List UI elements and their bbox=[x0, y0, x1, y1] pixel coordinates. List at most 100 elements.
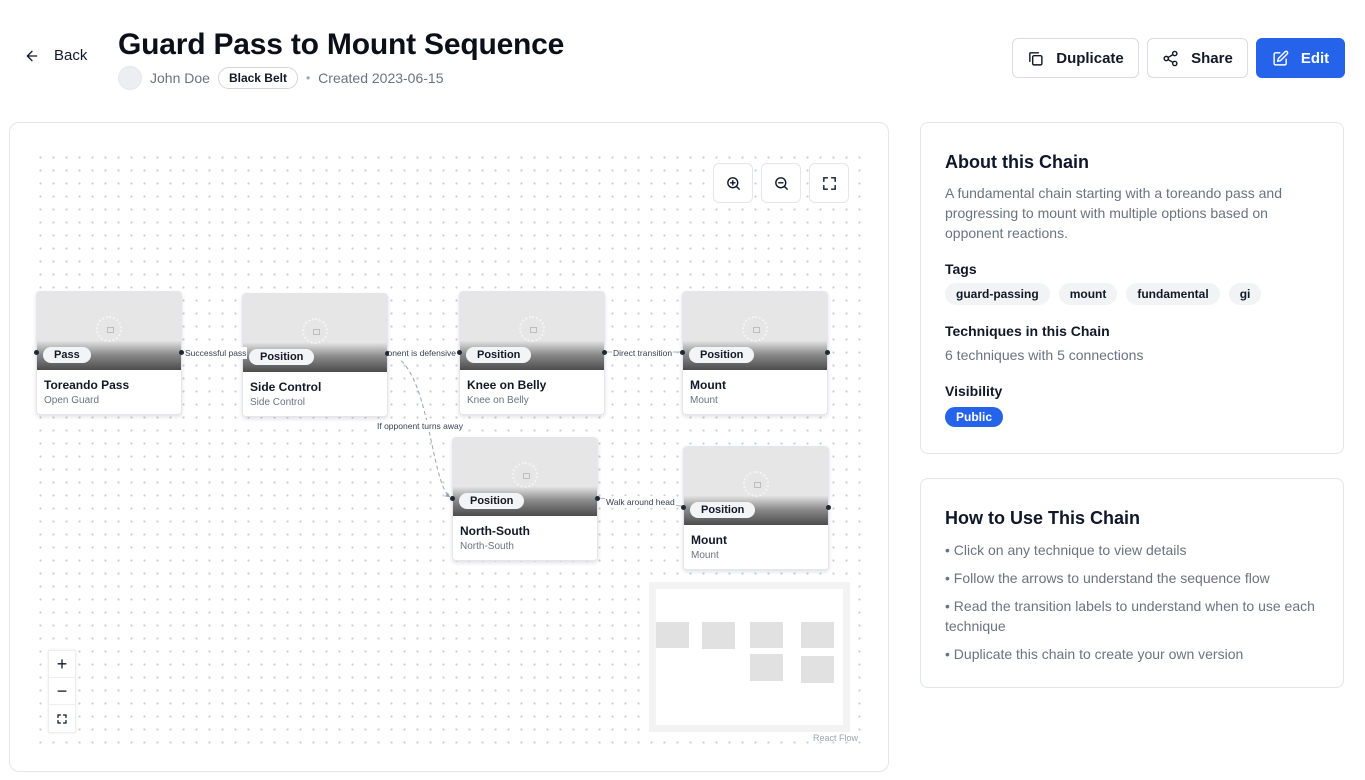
image-placeholder-icon bbox=[519, 316, 545, 342]
duplicate-label: Duplicate bbox=[1056, 49, 1124, 67]
techniques-label: Techniques in this Chain bbox=[945, 323, 1110, 339]
target-handle[interactable] bbox=[457, 350, 462, 355]
technique-image: Position bbox=[243, 294, 387, 372]
edge-label: Walk around head bbox=[605, 496, 676, 508]
avatar bbox=[118, 66, 142, 90]
flow-canvas[interactable]: Pass Toreando Pass Open Guard Position S… bbox=[9, 122, 889, 772]
technique-node[interactable]: Position Mount Mount bbox=[681, 446, 831, 570]
zoom-in-icon bbox=[726, 176, 740, 190]
source-handle[interactable] bbox=[602, 350, 607, 355]
duplicate-button[interactable]: Duplicate bbox=[1012, 38, 1139, 78]
minimap-node bbox=[801, 656, 834, 683]
plus-icon: + bbox=[56, 653, 68, 674]
technique-node[interactable]: Pass Toreando Pass Open Guard bbox=[34, 291, 184, 415]
tag-chip[interactable]: fundamental bbox=[1126, 283, 1220, 305]
technique-node[interactable]: Position North-South North-South bbox=[450, 437, 600, 561]
minimap-node bbox=[656, 622, 689, 648]
control-zoom-out-button[interactable]: − bbox=[49, 678, 75, 705]
author-name: John Doe bbox=[150, 70, 210, 86]
zoom-out-icon bbox=[774, 176, 788, 190]
source-handle[interactable] bbox=[385, 351, 390, 356]
visibility-badge: Public bbox=[945, 407, 1004, 427]
edge-label: Successful pass bbox=[184, 347, 248, 359]
share-icon bbox=[1163, 50, 1178, 66]
technique-name: Toreando Pass bbox=[44, 378, 130, 392]
edit-label: Edit bbox=[1300, 49, 1330, 67]
image-placeholder-icon bbox=[742, 316, 768, 342]
visibility-label: Visibility bbox=[945, 383, 1003, 399]
fullscreen-icon bbox=[822, 176, 836, 190]
fullscreen-button[interactable] bbox=[809, 163, 849, 203]
edit-button[interactable]: Edit bbox=[1256, 38, 1345, 78]
target-handle[interactable] bbox=[34, 350, 39, 355]
minus-icon: − bbox=[56, 680, 68, 701]
source-handle[interactable] bbox=[179, 350, 184, 355]
share-button[interactable]: Share bbox=[1147, 38, 1248, 78]
minimap-node bbox=[750, 622, 783, 648]
tag-chip[interactable]: gi bbox=[1228, 283, 1262, 305]
control-zoom-in-button[interactable]: + bbox=[49, 651, 75, 678]
technique-name: Knee on Belly bbox=[467, 378, 547, 392]
list-item: • Click on any technique to view details bbox=[945, 542, 1187, 558]
technique-name: Side Control bbox=[250, 380, 322, 394]
chain-meta: John Doe Black Belt • Created 2023-06-15 bbox=[118, 66, 443, 90]
target-handle[interactable] bbox=[450, 496, 455, 501]
source-handle[interactable] bbox=[826, 505, 831, 510]
image-placeholder-icon bbox=[96, 316, 122, 342]
technique-position: Open Guard bbox=[44, 395, 100, 406]
arrow-left-icon bbox=[26, 50, 38, 61]
edge-label: If opponent turns away bbox=[376, 420, 465, 432]
technique-name: Mount bbox=[691, 533, 727, 547]
tag-chip[interactable]: mount bbox=[1058, 283, 1118, 305]
technique-image: Position bbox=[683, 292, 827, 370]
zoom-in-button[interactable] bbox=[713, 163, 753, 203]
technique-type-badge: Position bbox=[459, 493, 525, 509]
minimap[interactable] bbox=[649, 582, 850, 732]
back-label: Back bbox=[54, 47, 88, 64]
minimap-node bbox=[750, 654, 783, 681]
zoom-out-button[interactable] bbox=[761, 163, 801, 203]
copy-icon bbox=[1029, 51, 1043, 66]
technique-image: Position bbox=[453, 438, 597, 516]
back-button[interactable]: Back bbox=[24, 47, 87, 64]
target-handle[interactable] bbox=[681, 505, 686, 510]
minimap-node bbox=[801, 622, 834, 648]
image-placeholder-icon bbox=[512, 462, 538, 488]
tag-chip[interactable]: guard-passing bbox=[945, 283, 1050, 305]
how-to-panel: How to Use This Chain • Click on any tec… bbox=[920, 478, 1344, 688]
belt-badge: Black Belt bbox=[217, 67, 298, 89]
tag-list: guard-passing mount fundamental gi bbox=[945, 283, 1262, 305]
technique-type-badge: Pass bbox=[43, 347, 91, 363]
created-date: Created 2023-06-15 bbox=[318, 70, 444, 86]
control-fit-view-button[interactable] bbox=[49, 705, 75, 732]
technique-name: Mount bbox=[690, 378, 726, 392]
technique-node[interactable]: Position Side Control Side Control bbox=[240, 293, 390, 417]
minimap-node bbox=[702, 622, 735, 649]
technique-position: Mount bbox=[690, 395, 718, 406]
fit-view-icon bbox=[57, 713, 67, 724]
technique-position: Side Control bbox=[250, 397, 306, 408]
about-description: A fundamental chain starting with a tore… bbox=[945, 185, 1282, 241]
react-flow-attribution[interactable]: React Flow bbox=[813, 733, 859, 743]
target-handle[interactable] bbox=[680, 350, 685, 355]
meta-separator: • bbox=[305, 71, 311, 85]
technique-type-badge: Position bbox=[466, 347, 532, 363]
list-item: • Follow the arrows to understand the se… bbox=[945, 570, 1270, 586]
image-placeholder-icon bbox=[743, 471, 769, 497]
source-handle[interactable] bbox=[825, 350, 830, 355]
source-handle[interactable] bbox=[595, 496, 600, 501]
minimap-viewport bbox=[656, 589, 843, 725]
technique-node[interactable]: Position Mount Mount bbox=[680, 291, 830, 415]
edge-label: Direct transition bbox=[612, 347, 674, 359]
page-title: Guard Pass to Mount Sequence bbox=[118, 28, 565, 61]
list-item: • Duplicate this chain to create your ow… bbox=[945, 646, 1244, 662]
image-placeholder-icon bbox=[302, 318, 328, 344]
technique-image: Position bbox=[460, 292, 604, 370]
techniques-summary: 6 techniques with 5 connections bbox=[945, 347, 1144, 363]
technique-image: Position bbox=[684, 447, 828, 525]
tags-label: Tags bbox=[945, 261, 977, 277]
about-title: About this Chain bbox=[945, 152, 1089, 172]
edit-icon bbox=[1273, 50, 1289, 66]
how-to-list: • Click on any technique to view details… bbox=[945, 540, 1330, 672]
technique-node[interactable]: Position Knee on Belly Knee on Belly bbox=[457, 291, 607, 415]
